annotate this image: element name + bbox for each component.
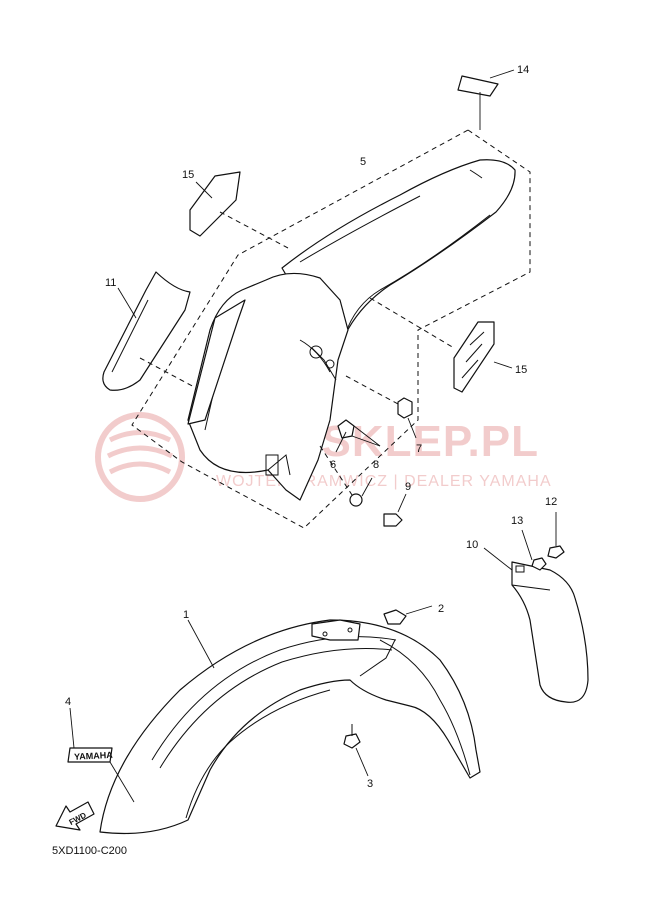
front-fender bbox=[99, 605, 481, 835]
decal-15-right bbox=[369, 297, 513, 393]
watermark-tagline: WOJTEK TRAMWICZ | DEALER YAMAHA bbox=[216, 473, 552, 490]
part-10-mudflap bbox=[483, 512, 589, 703]
decal-4: YAMAHA bbox=[67, 707, 135, 803]
callout-6: 6 bbox=[330, 459, 336, 471]
callout-1: 1 bbox=[183, 609, 189, 621]
callout-13: 13 bbox=[511, 515, 523, 527]
callout-14: 14 bbox=[517, 64, 529, 76]
callout-11: 11 bbox=[105, 277, 116, 289]
callout-8: 8 bbox=[373, 459, 379, 471]
watermark-logo-icon bbox=[95, 412, 185, 502]
hardware-upper bbox=[319, 375, 417, 527]
fwd-arrow-icon: FWD bbox=[55, 801, 95, 831]
callout-7: 7 bbox=[416, 443, 422, 455]
callout-3: 3 bbox=[367, 778, 373, 790]
callout-15-right: 15 bbox=[515, 364, 527, 376]
callout-15-left: 15 bbox=[182, 169, 194, 181]
decal-text: YAMAHA bbox=[74, 750, 114, 762]
callout-9: 9 bbox=[405, 481, 411, 493]
decal-15-left bbox=[189, 171, 289, 249]
callout-10: 10 bbox=[466, 539, 478, 551]
decal-14 bbox=[457, 69, 515, 130]
diagram-code: 5XD1100-C200 bbox=[52, 845, 127, 857]
callout-5: 5 bbox=[360, 156, 366, 168]
rear-fender bbox=[187, 159, 516, 501]
part-11-guard bbox=[102, 271, 197, 391]
assembly-outline bbox=[131, 129, 531, 529]
callout-2: 2 bbox=[438, 603, 444, 615]
callout-4: 4 bbox=[65, 696, 71, 708]
callout-12: 12 bbox=[545, 496, 557, 508]
